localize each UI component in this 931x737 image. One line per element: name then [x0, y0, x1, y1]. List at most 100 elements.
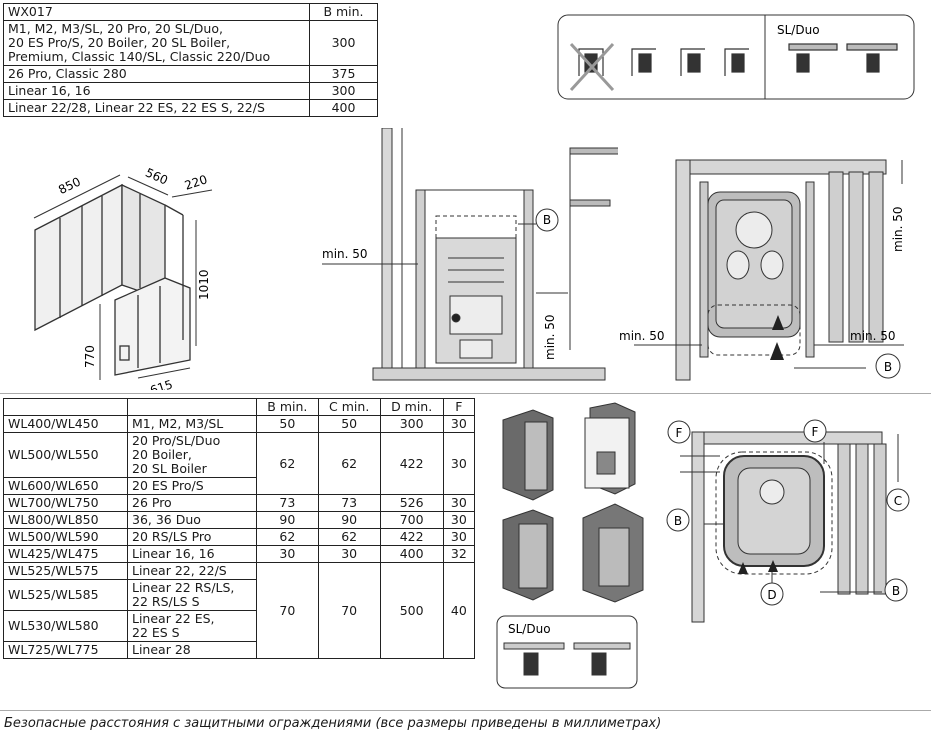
- caption: Безопасные расстояния с защитными огражд…: [4, 716, 662, 731]
- dim-1010: 1010: [197, 269, 211, 300]
- dim-615: 615: [148, 377, 174, 390]
- t2-header-f: F: [442, 398, 476, 416]
- t1-row-models: Linear 16, 16: [3, 82, 310, 100]
- lower-label-f1: F: [676, 426, 683, 440]
- t2-code: WL500/WL550: [3, 432, 128, 478]
- t2-f: 30: [442, 494, 476, 512]
- t2-models: Linear 22, 22/S: [127, 562, 257, 580]
- side-min50-left: min. 50: [322, 247, 368, 261]
- t2-f: 30: [442, 432, 476, 495]
- stove-guard-illustrations: [502, 402, 644, 603]
- t1-row-b: 300: [309, 20, 378, 66]
- t2-f: 32: [442, 545, 476, 563]
- t2-b: 62: [256, 432, 319, 495]
- t2-model-line: 20 SL Boiler: [132, 461, 207, 476]
- t2-model-line: 20 Pro/SL/Duo: [132, 433, 221, 448]
- t2-d: 526: [379, 494, 444, 512]
- lower-b2-circle: [884, 578, 908, 602]
- t2-b: 90: [256, 511, 319, 529]
- t2-model-line: Linear 22 RS/LS,: [132, 580, 235, 595]
- t2-c: 90: [317, 511, 381, 529]
- t2-header-code: [3, 398, 128, 416]
- t1-row-models: 26 Pro, Classic 280: [3, 65, 310, 83]
- lower-f2-circle: [803, 419, 827, 443]
- t2-code: WL500/WL590: [3, 528, 128, 546]
- t1-model-line: M1, M2, M3/SL, 20 Pro, 20 SL/Duo,: [8, 21, 223, 36]
- t2-d: 500: [379, 562, 444, 659]
- t2-d: 422: [379, 528, 444, 546]
- t2-models: Linear 28: [127, 641, 257, 659]
- t2-models: Linear 22 RS/LS, 22 RS/LS S: [127, 579, 257, 611]
- guard-table-wl: B min. C min. D min. F WL400/WL450 M1, M…: [3, 398, 476, 659]
- t2-code: WL425/WL475: [3, 545, 128, 563]
- t2-d: 700: [379, 511, 444, 529]
- t2-model-line: 22 RS/LS S: [132, 594, 200, 609]
- dim-770: 770: [83, 345, 97, 368]
- lower-b1-circle: [666, 508, 690, 532]
- t2-c: 62: [317, 528, 381, 546]
- t2-d: 422: [379, 432, 444, 495]
- t2-c: 50: [317, 415, 381, 433]
- t1-header-bmin: B min.: [309, 3, 378, 21]
- t2-c: 70: [317, 562, 381, 659]
- t2-code: WL600/WL650: [3, 477, 128, 495]
- t1-row-models: M1, M2, M3/SL, 20 Pro, 20 SL/Duo, 20 ES …: [3, 20, 310, 66]
- t2-b: 73: [256, 494, 319, 512]
- lower-f1-circle: [667, 420, 691, 444]
- dim-560: 560: [143, 166, 170, 188]
- t2-header-models: [127, 398, 257, 416]
- plan-label-b-circle: [875, 353, 901, 379]
- t2-code: WL800/WL850: [3, 511, 128, 529]
- t2-models: Linear 16, 16: [127, 545, 257, 563]
- sl-box-label: SL/Duo: [508, 622, 551, 636]
- side-label-b: B: [543, 213, 551, 227]
- t2-models: 20 RS/LS Pro: [127, 528, 257, 546]
- lower-label-d: D: [767, 588, 776, 602]
- t2-model-line: 22 ES S: [132, 625, 180, 640]
- lower-label-b1: B: [674, 514, 682, 528]
- t2-models: 20 ES Pro/S: [127, 477, 257, 495]
- plan-min50-top: min. 50: [891, 206, 905, 252]
- dim-850: 850: [56, 174, 83, 197]
- t2-header-d: D min.: [379, 398, 444, 416]
- t1-row-models: Linear 22/28, Linear 22 ES, 22 ES S, 22/…: [3, 99, 310, 117]
- t2-model-line: 20 Boiler,: [132, 447, 192, 462]
- t2-header-c: C min.: [317, 398, 381, 416]
- t2-models: Linear 22 ES, 22 ES S: [127, 610, 257, 642]
- plan-min50-left: min. 50: [619, 329, 665, 343]
- lower-label-c: C: [894, 494, 902, 508]
- side-min50-vert: min. 50: [543, 314, 557, 360]
- t1-row-b: 375: [309, 65, 378, 83]
- section-divider: [0, 393, 931, 394]
- t2-f: 30: [442, 415, 476, 433]
- t2-code: WL400/WL450: [3, 415, 128, 433]
- t2-model-line: Linear 22 ES,: [132, 611, 215, 626]
- t1-header-model: WX017: [3, 3, 310, 21]
- guard-isometric-drawing: 850 560 220 1010 770 615: [33, 166, 213, 390]
- mount-sl-duo: SL/Duo: [777, 23, 820, 37]
- t2-code: WL530/WL580: [3, 610, 128, 642]
- t2-models: M1, M2, M3/SL: [127, 415, 257, 433]
- t2-f: 30: [442, 528, 476, 546]
- t2-header-b: B min.: [256, 398, 319, 416]
- lower-c-circle: [886, 488, 910, 512]
- t2-b: 50: [256, 415, 319, 433]
- t1-row-b: 400: [309, 99, 378, 117]
- side-view-drawing: min. 50 min. 50 B: [322, 128, 618, 381]
- t1-row-b: 300: [309, 82, 378, 100]
- mounting-options-box: SL/Duo: [557, 14, 915, 100]
- section-divider: [0, 710, 931, 711]
- t2-models: 26 Pro: [127, 494, 257, 512]
- guard-table-wx017: WX017 B min. M1, M2, M3/SL, 20 Pro, 20 S…: [3, 3, 378, 117]
- lower-label-f2: F: [812, 425, 819, 439]
- plan-view-guard-drawing: F F B C D B: [666, 419, 910, 623]
- t2-f: 40: [442, 562, 476, 659]
- lower-d-circle: [760, 582, 784, 606]
- t1-model-line: Premium, Classic 140/SL, Classic 220/Duo: [8, 49, 271, 64]
- side-label-b-circle: [535, 208, 559, 232]
- t2-c: 30: [317, 545, 381, 563]
- sl-duo-mount-box: SL/Duo: [496, 615, 638, 689]
- t2-d: 300: [379, 415, 444, 433]
- t2-d: 400: [379, 545, 444, 563]
- lower-label-b2: B: [892, 584, 900, 598]
